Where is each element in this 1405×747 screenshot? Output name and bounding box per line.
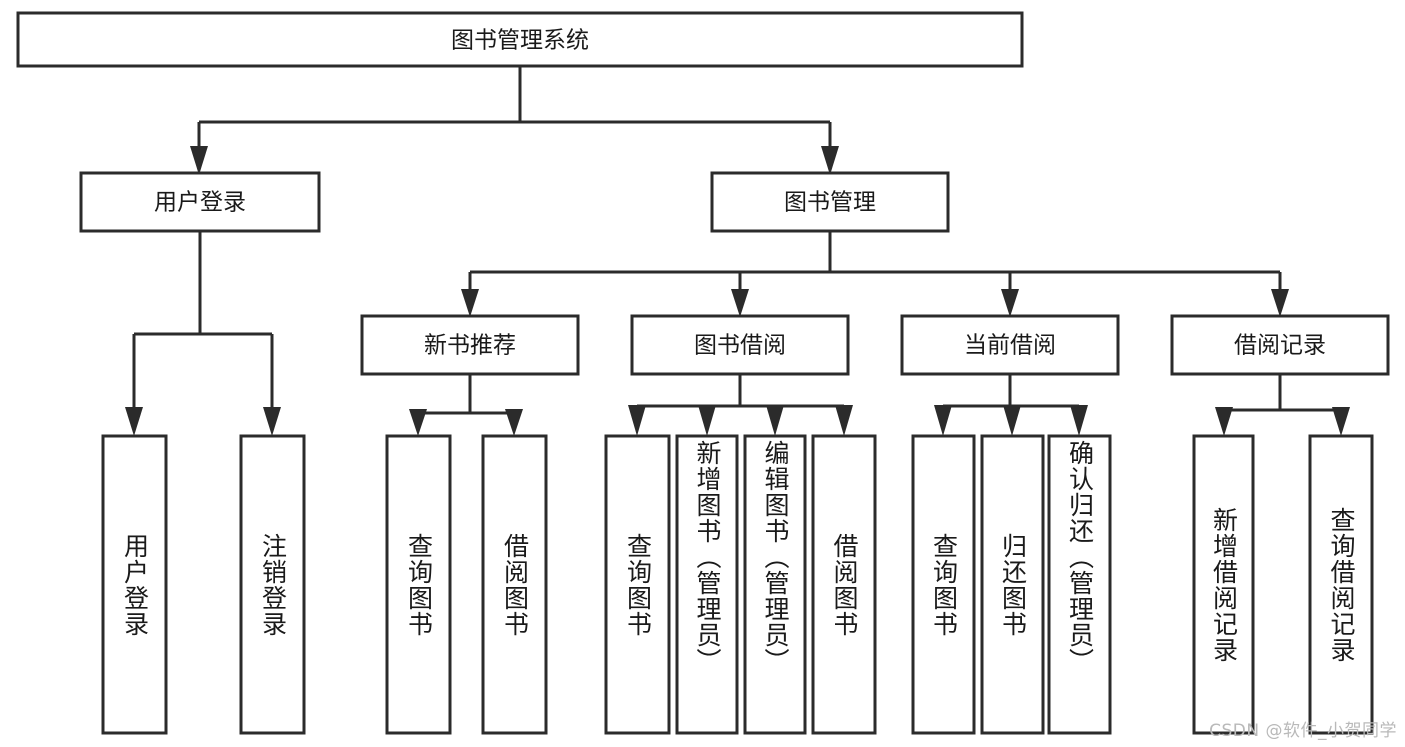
arrowhead-book-mgmt <box>821 146 839 175</box>
node-book-management-rect[interactable] <box>710 171 950 233</box>
node-user-login-rect[interactable] <box>79 171 321 233</box>
node-root-rect[interactable] <box>16 11 1024 68</box>
arrowhead-book-borrow <box>731 289 749 317</box>
arrowhead-current-borrow <box>1001 289 1019 317</box>
arrowhead-new-book-recommend <box>461 289 479 317</box>
node-new-book-recommend-rect[interactable] <box>360 314 580 376</box>
node-borrow-records-rect[interactable] <box>1170 314 1390 376</box>
node-layer: 图书管理系统 用户登录 图书管理 新书推荐 图书借阅 <box>16 11 1390 735</box>
arrowhead-leaf-query-book-2 <box>628 405 646 436</box>
arrowhead-leaf-user-logout <box>263 407 281 436</box>
arrowhead-leaf-query-record <box>1332 407 1350 436</box>
node-leaf-add-book-rect[interactable] <box>675 434 739 735</box>
node-leaf-borrow-book-2-rect[interactable] <box>811 434 877 735</box>
node-root[interactable]: 图书管理系统 <box>16 11 1024 68</box>
node-leaf-confirm-return-rect[interactable] <box>1047 434 1112 735</box>
node-book-management-label: 图书管理 <box>784 190 876 216</box>
arrowhead-leaf-edit-book <box>766 405 784 436</box>
arrowhead-user-login <box>190 146 208 175</box>
arrowhead-leaf-add-record <box>1215 407 1233 436</box>
arrowhead-leaf-query-book-3 <box>934 405 952 436</box>
node-current-borrow-label: 当前借阅 <box>964 333 1056 359</box>
node-leaf-user-logout-rect[interactable] <box>239 434 306 735</box>
node-root-label: 图书管理系统 <box>451 28 589 54</box>
arrowhead-leaf-query-book-1 <box>409 409 427 436</box>
node-borrow-records-label: 借阅记录 <box>1234 333 1326 359</box>
node-book-borrow-rect[interactable] <box>630 314 850 376</box>
node-leaf-query-book-2-rect[interactable] <box>604 434 671 735</box>
node-current-borrow[interactable]: 当前借阅 <box>900 314 1120 376</box>
node-user-login[interactable]: 用户登录 <box>79 171 321 233</box>
arrowhead-leaf-return-book <box>1003 405 1021 436</box>
node-leaf-return-book-rect[interactable] <box>980 434 1045 735</box>
arrowhead-leaf-add-book <box>698 405 716 436</box>
node-borrow-records[interactable]: 借阅记录 <box>1170 314 1390 376</box>
node-leaf-borrow-book-1-rect[interactable] <box>481 434 548 735</box>
node-leaf-query-book-3-rect[interactable] <box>911 434 976 735</box>
node-book-borrow[interactable]: 图书借阅 <box>630 314 850 376</box>
node-new-book-recommend[interactable]: 新书推荐 <box>360 314 580 376</box>
node-leaf-query-book-1-rect[interactable] <box>385 434 452 735</box>
arrowhead-leaf-borrow-book-1 <box>505 409 523 436</box>
node-user-login-label: 用户登录 <box>154 190 246 216</box>
node-new-book-recommend-label: 新书推荐 <box>424 333 516 359</box>
connector-layer <box>125 66 1350 436</box>
arrowhead-borrow-records <box>1271 289 1289 317</box>
arrowhead-leaf-user-login <box>125 407 143 436</box>
node-book-borrow-label: 图书借阅 <box>694 333 786 359</box>
arrowhead-leaf-confirm-return <box>1070 405 1088 436</box>
node-leaf-query-record-rect[interactable] <box>1308 434 1374 735</box>
node-leaf-edit-book-rect[interactable] <box>743 434 807 735</box>
arrowhead-leaf-borrow-book-2 <box>835 405 853 436</box>
node-leaf-user-login-rect[interactable] <box>101 434 168 735</box>
node-current-borrow-rect[interactable] <box>900 314 1120 376</box>
node-book-management[interactable]: 图书管理 <box>710 171 950 233</box>
node-leaf-add-record-rect[interactable] <box>1192 434 1255 735</box>
watermark-text: CSDN @软件_小贺同学 <box>1209 721 1397 741</box>
